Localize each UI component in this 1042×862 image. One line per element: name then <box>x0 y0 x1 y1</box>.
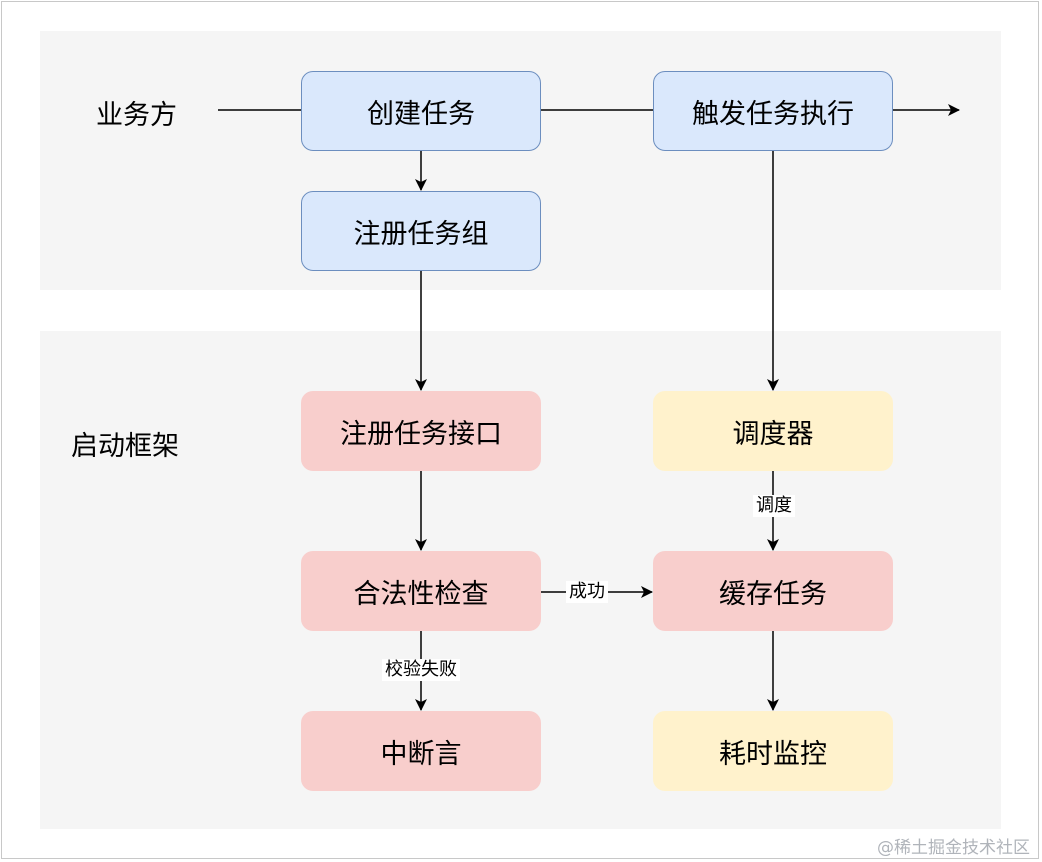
node-register-api-label: 注册任务接口 <box>340 418 502 450</box>
lane-label-business: 业务方 <box>96 100 177 131</box>
node-register-group-label: 注册任务组 <box>353 218 489 250</box>
node-register-group: 注册任务组 <box>301 191 541 271</box>
node-assert-label: 中断言 <box>380 738 462 770</box>
node-create-task-label: 创建任务 <box>367 98 475 130</box>
node-register-api: 注册任务接口 <box>301 391 541 471</box>
node-cache-task: 缓存任务 <box>653 551 893 631</box>
watermark: @稀土掘金技术社区 <box>877 838 1030 858</box>
node-time-monitor: 耗时监控 <box>653 711 893 791</box>
lane-label-framework: 启动框架 <box>71 431 179 462</box>
edge-label-schedule: 调度 <box>753 495 795 517</box>
node-trigger-task-label: 触发任务执行 <box>692 98 854 130</box>
node-time-monitor-label: 耗时监控 <box>719 738 827 770</box>
node-cache-task-label: 缓存任务 <box>719 578 827 610</box>
edge-label-validation-failed: 校验失败 <box>382 659 460 681</box>
node-create-task: 创建任务 <box>301 71 541 151</box>
node-validity-check-label: 合法性检查 <box>353 578 489 610</box>
node-validity-check: 合法性检查 <box>301 551 541 631</box>
node-scheduler-label: 调度器 <box>732 418 814 450</box>
node-assert: 中断言 <box>301 711 541 791</box>
node-scheduler: 调度器 <box>653 391 893 471</box>
edge-label-success: 成功 <box>566 581 608 603</box>
node-trigger-task: 触发任务执行 <box>653 71 893 151</box>
